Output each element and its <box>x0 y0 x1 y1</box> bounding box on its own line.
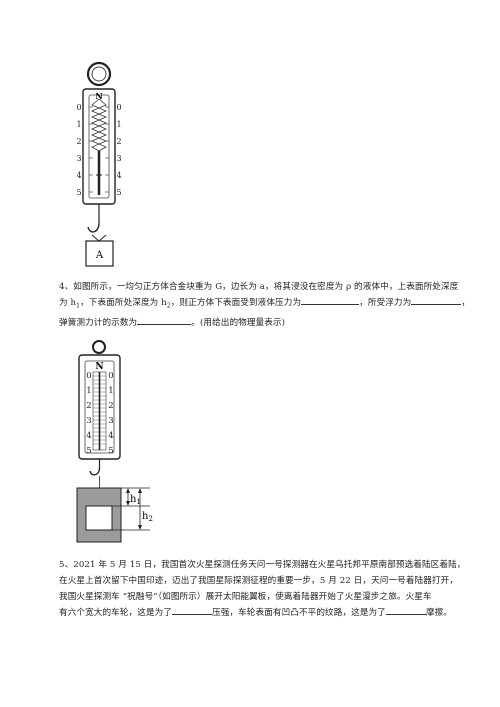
h1-label: h1 <box>130 494 141 506</box>
hanging-ring-icon <box>86 61 112 87</box>
scale-right-5: 5 <box>108 446 113 456</box>
figure-spring-balance-a: N 0 1 2 3 4 5 0 1 2 3 4 5 A <box>76 61 122 267</box>
liquid-container <box>76 487 122 543</box>
question-5: 5、2021 年 5 月 15 日，我国首次火星探测任务天问一号探测器在火星乌托… <box>59 557 479 621</box>
scale-right-2: 2 <box>116 137 121 146</box>
scale-right-2: 2 <box>108 401 113 411</box>
q4-line-1: 4、如图所示，一均匀正方体合金块重为 G，边长为 a，将其浸没在密度为 ρ 的液… <box>59 282 459 292</box>
q5-line-4: 有六个宽大的车轮，这是为了压强，车轮表面有凹凸不平的纹路，这是为了摩擦。 <box>59 605 479 621</box>
scale-right-4: 4 <box>116 171 121 180</box>
scale-left-5: 5 <box>76 188 81 197</box>
unit-letter: N <box>95 91 102 101</box>
scale-right-0: 0 <box>108 371 113 381</box>
q5-blank-friction[interactable] <box>385 605 426 615</box>
scale-left-1: 1 <box>86 386 91 396</box>
q4-blank-reading[interactable] <box>137 315 192 325</box>
scale-right-3: 3 <box>108 416 113 426</box>
scale-left-4: 4 <box>86 431 91 441</box>
question-4: 4、如图所示，一均匀正方体合金块重为 G，边长为 a，将其浸没在密度为 ρ 的液… <box>59 279 479 331</box>
scale-left-2: 2 <box>76 137 81 146</box>
unit-letter: N <box>95 362 103 372</box>
q5-line-3: 我国火星探测车 “祝融号”（如图所示）展开太阳能翼板，使离着陆器开始了火星漫步之… <box>59 592 432 602</box>
q5-line-1: 5、2021 年 5 月 15 日，我国首次火星探测任务天问一号探测器在火星乌托… <box>59 560 466 570</box>
scale-right-5: 5 <box>116 188 121 197</box>
scale-left-0: 0 <box>76 103 81 112</box>
q5-line-2: 在火星上首次留下中国印迹，迈出了我国星际探测征程的重要一步，5 月 22 日，天… <box>59 576 459 586</box>
scale-right-1: 1 <box>116 120 121 129</box>
scale-right-3: 3 <box>116 154 121 163</box>
q5-blank-pressure[interactable] <box>172 605 213 615</box>
scale-right-1: 1 <box>108 386 113 396</box>
scale-left-2: 2 <box>86 401 91 411</box>
q4-blank-pressure[interactable] <box>301 295 360 305</box>
scale-left-1: 1 <box>76 120 81 129</box>
figure-spring-balance-submerged: N 0 1 2 3 4 5 0 1 2 3 4 5 h1 h2 <box>76 340 153 543</box>
q4-line-3: 弹簧测力计的示数为。(用给出的物理量表示) <box>59 315 479 331</box>
hook-icon <box>87 222 100 233</box>
q5-number: 5、 <box>59 560 74 570</box>
block-a <box>85 240 114 267</box>
block-a-label: A <box>95 250 104 261</box>
q4-line-2: 为 h1，下表面所处深度为 h2，则正方体下表面受到液体压力为，所受浮力为， <box>59 295 479 315</box>
submerged-cube <box>85 505 113 531</box>
q4-number: 4、 <box>59 282 74 292</box>
q4-blank-buoyancy[interactable] <box>411 295 462 305</box>
scale-left-3: 3 <box>76 154 81 163</box>
scale-right-0: 0 <box>116 103 121 112</box>
scale-left-0: 0 <box>86 371 91 381</box>
hook-icon <box>89 467 101 476</box>
scale-left-3: 3 <box>86 416 91 426</box>
hanging-ring-icon <box>92 340 106 354</box>
scale-left-4: 4 <box>76 171 81 180</box>
scale-right-4: 4 <box>108 431 113 441</box>
scale-left-5: 5 <box>86 446 91 456</box>
h2-label: h2 <box>142 511 153 523</box>
